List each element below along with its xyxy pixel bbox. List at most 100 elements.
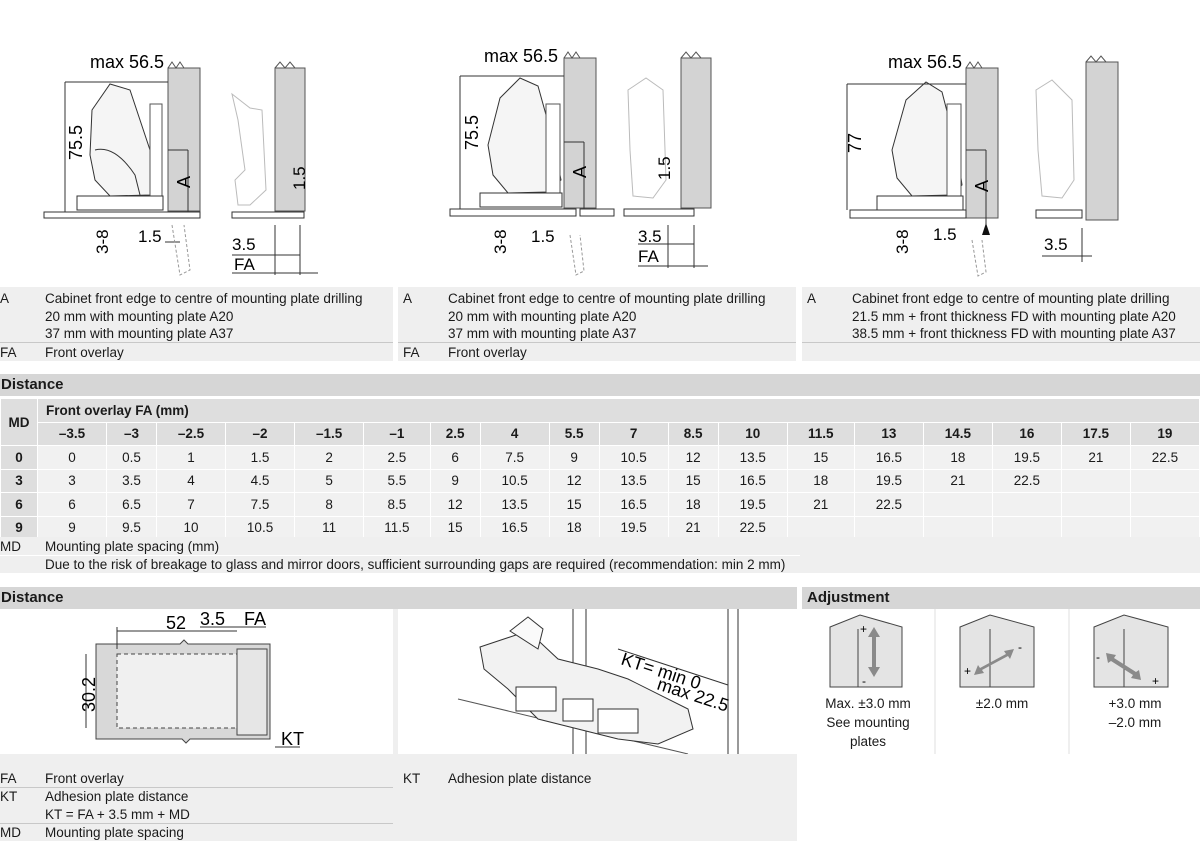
table-cell: 18: [922, 445, 993, 470]
adjustment-panel: Adjustment + - Max. ±3.0 mm See mounting…: [802, 587, 1200, 754]
note-text: Due to the risk of breakage to glass and…: [45, 557, 786, 572]
legend-text: 21.5 mm + front thickness FD with mounti…: [852, 308, 1176, 324]
table-cell: 22.5: [717, 515, 788, 540]
table-cell: 9: [36, 515, 108, 540]
dim-height: 30.2: [79, 677, 99, 712]
fa-column-header: –3.5: [36, 421, 108, 446]
table-cell: 8.5: [363, 492, 431, 517]
table-cell: 12: [429, 492, 481, 517]
table-cell: 18: [786, 468, 855, 493]
legend-text: Adhesion plate distance: [45, 789, 189, 804]
dim-kt: KT: [281, 729, 304, 749]
table-notes: MD Mounting plate spacing (mm) Due to th…: [0, 537, 1200, 573]
dim-spacing: 3.5: [200, 609, 225, 629]
table-cell: [786, 515, 855, 540]
adjustment-cell-side: + - ±2.0 mm: [936, 609, 1068, 754]
adjustment-cell-depth: + - +3.0 mm –2.0 mm: [1070, 609, 1200, 754]
dim-height: 75.5: [66, 125, 86, 160]
dim-fa: FA: [234, 255, 255, 274]
table-cell: 15: [667, 468, 719, 493]
distance2-legend-left: FA Front overlay KT Adhesion plate dista…: [0, 770, 393, 840]
plus-sign: +: [964, 664, 971, 678]
table-cell: 7.5: [225, 492, 296, 517]
fa-column-header: 10: [717, 421, 788, 446]
legend-text: 20 mm with mounting plate A20: [45, 308, 234, 324]
md-value: 6: [0, 492, 38, 517]
table-cell: 12: [548, 468, 600, 493]
table-cell: 13.5: [479, 492, 550, 517]
legend-key: A: [403, 291, 413, 306]
distance2-title: Distance: [0, 587, 797, 609]
dim-height: 75.5: [462, 115, 482, 150]
table-cell: 9.5: [106, 515, 158, 540]
legend-text: 38.5 mm + front thickness FD with mounti…: [852, 326, 1176, 341]
adjust-text: plates: [849, 734, 887, 749]
table-cell: 21: [1060, 445, 1131, 470]
md-value: 3: [0, 468, 38, 493]
dim-fa: FA: [638, 247, 659, 266]
dim-drill: 3-8: [893, 229, 912, 254]
fa-column-header: 19: [1129, 421, 1200, 446]
legend-key: MD: [0, 825, 21, 840]
fa-column-header: –2.5: [156, 421, 227, 446]
hinge-perspective-view: KT= min 0 max 22.5: [457, 609, 739, 755]
fa-column-header: 14.5: [922, 421, 993, 446]
table-cell: 16.5: [853, 445, 924, 470]
table-cell: 11: [294, 515, 365, 540]
table-cell: 1: [156, 445, 227, 470]
plus-sign: +: [860, 622, 867, 636]
legend-text: 37 mm with mounting plate A37: [45, 326, 234, 341]
fa-column-header: –3: [106, 421, 158, 446]
legend-key: FA: [403, 345, 420, 360]
dim-fa-value: 3.5: [638, 227, 662, 246]
legend-3: A Cabinet front edge to centre of mounti…: [802, 290, 1200, 360]
table-cell: 21: [786, 492, 855, 517]
dim-gap: 1.5: [138, 227, 162, 246]
table-cell: 3.5: [106, 468, 158, 493]
table-cell: 18: [667, 492, 719, 517]
table-cell: 4.5: [225, 468, 296, 493]
fa-column-header: 17.5: [1060, 421, 1131, 446]
adjust-text: ±2.0 mm: [975, 696, 1029, 711]
hinge-diagram-3: max 56.5 77 A 1.5 3-8 3.5: [802, 0, 1200, 287]
adjust-height-icon: + -: [829, 614, 903, 688]
dim-fa-value: 3.5: [232, 235, 256, 254]
legend-key: FA: [0, 345, 17, 360]
table-cell: 19.5: [991, 445, 1062, 470]
table-cell: 19.5: [717, 492, 788, 517]
table-cell: 12: [667, 445, 719, 470]
table-cell: 5.5: [363, 468, 431, 493]
fa-column-header: –2: [225, 421, 296, 446]
table-cell: 6.5: [106, 492, 158, 517]
hinge-diagram-2: max 56.5 75.5 A 1.5 3-8 3.5 FA 1.5: [398, 0, 796, 287]
table-cell: 16.5: [598, 492, 669, 517]
table-cell: 9: [548, 445, 600, 470]
legend-key: A: [0, 291, 10, 306]
top-panel-3: max 56.5 77 A 1.5 3-8 3.5 A Cabinet fron…: [802, 0, 1200, 361]
table-cell: 16.5: [479, 515, 550, 540]
fa-caption: Front overlay FA (mm): [37, 398, 1200, 423]
fa-column-header: 4: [479, 421, 550, 446]
dim-fa-value: 3.5: [1044, 235, 1068, 254]
legend-text: Cabinet front edge to centre of mounting…: [45, 291, 363, 306]
table-cell: 8: [294, 492, 365, 517]
table-cell: 11.5: [363, 515, 431, 540]
fa-column-header: –1: [363, 421, 431, 446]
distance-table: MD Front overlay FA (mm) –3.5–3–2.5–2–1.…: [0, 398, 1200, 540]
fa-column-header: 8.5: [667, 421, 719, 446]
table-cell: 2: [294, 445, 365, 470]
adjust-text: See mounting: [826, 715, 910, 730]
adjust-text: –2.0 mm: [1108, 715, 1162, 730]
adjustment-title: Adjustment: [802, 587, 1200, 609]
legend-text: 37 mm with mounting plate A37: [448, 326, 637, 341]
table-cell: 19.5: [853, 468, 924, 493]
legend-text: Front overlay: [45, 771, 124, 786]
fa-column-header: 2.5: [429, 421, 481, 446]
table-cell: 6: [429, 445, 481, 470]
table-cell: 16.5: [717, 468, 788, 493]
note-text: Mounting plate spacing (mm): [45, 539, 220, 554]
legend-text: Front overlay: [45, 345, 124, 360]
